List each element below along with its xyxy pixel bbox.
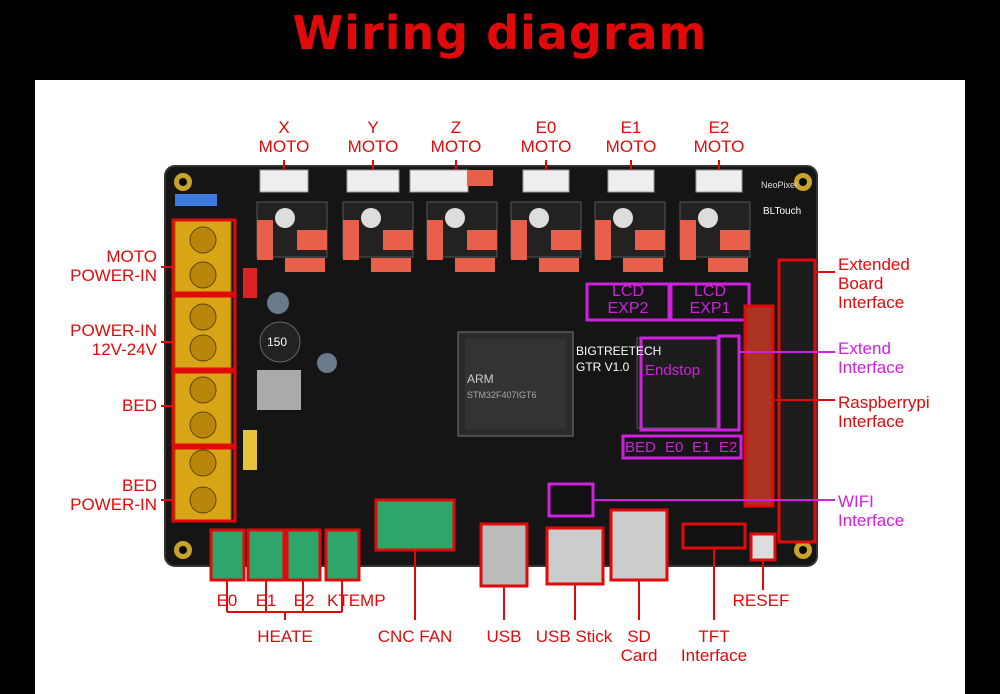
neopixel-label: NeoPixel [761,180,798,190]
reset-button [749,532,777,562]
usb-stick-label: USB Stick [535,627,613,646]
usb-stick-port [545,526,605,586]
chip-line2: ARM [467,372,494,386]
inductor-label: 150 [267,335,288,349]
extend-box [717,334,741,432]
e0-moto-label: E0 MOTO [520,118,572,156]
leader-lines-magenta [593,351,835,501]
bed-endstop-label: BED [625,439,656,456]
regulator [257,370,301,410]
wifi-header [547,482,595,518]
lcd-exp1-label: LCD EXP1 [689,283,731,317]
bed-label: BED [122,396,157,415]
capacitor [267,292,289,314]
tft-interface-label: TFT Interface [680,627,748,665]
e1-moto-label: E1 MOTO [605,118,657,156]
raspberrypi-header [743,304,775,508]
page-title: Wiring diagram [292,6,708,60]
lcd-exp1-box [669,282,751,322]
board-model: GTR V1.0 [576,360,630,374]
leader-lines-red [161,160,835,620]
extended-board-interface-label: Extended Board Interface [838,255,910,312]
moto-power-in-label: MOTO POWER-IN [70,247,157,285]
sd-card-label: SD Card [620,627,658,665]
bed-e-box [621,434,743,460]
capacitor-2 [317,353,337,373]
cnc-fan-label: CNC FAN [377,627,453,646]
z-moto-label: Z MOTO [430,118,482,156]
chip-line1: STM32F407IGT6 [467,390,537,400]
jumper-z [467,170,493,186]
driver-modules [256,201,751,272]
usb-port [479,522,529,588]
ktemp-label: KTEMP [327,591,386,610]
lcd-exp2-box [585,282,671,322]
board-brand: BIGTREETECH [576,344,662,358]
extend-interface-label: Extend Interface [838,339,905,377]
tft-header [681,522,747,550]
heater-terminals [209,528,361,582]
y-moto-label: Y MOTO [347,118,399,156]
e2-endstop-label: E2 [719,439,738,456]
wifi-interface-label: WIFI Interface [838,492,905,530]
x-moto-label: X MOTO [258,118,310,156]
raspberrypi-interface-label: Raspberrypi Interface [838,393,930,431]
lcd-exp2-label: LCD EXP2 [607,283,649,317]
e2-moto-label: E2 MOTO [693,118,745,156]
heater-e0-label: E0 [216,591,238,610]
sd-card-slot [609,508,669,582]
bed-power-in-label: BED POWER-IN [70,476,157,514]
endstop-label: Endstop [645,362,701,379]
usb-label: USB [486,627,522,646]
diagram-panel: ARM STM32F407IGT6 BIGTREETECH GTR V1.0 1… [35,80,965,694]
bltouch-label: BLTouch [763,206,802,217]
cnc-fan-terminal [374,498,456,552]
heater-e2-label: E2 [293,591,315,610]
e0-endstop-label: E0 [665,439,684,456]
motor-connectors [259,169,743,193]
reset-label: RESEF [732,591,790,610]
heater-e1-label: E1 [255,591,277,610]
inductor [259,321,301,363]
board-drawing [161,160,835,620]
power-in-label: POWER-IN 12V-24V [70,321,157,359]
heate-label: HEATE [257,627,313,646]
e1-endstop-label: E1 [692,439,711,456]
